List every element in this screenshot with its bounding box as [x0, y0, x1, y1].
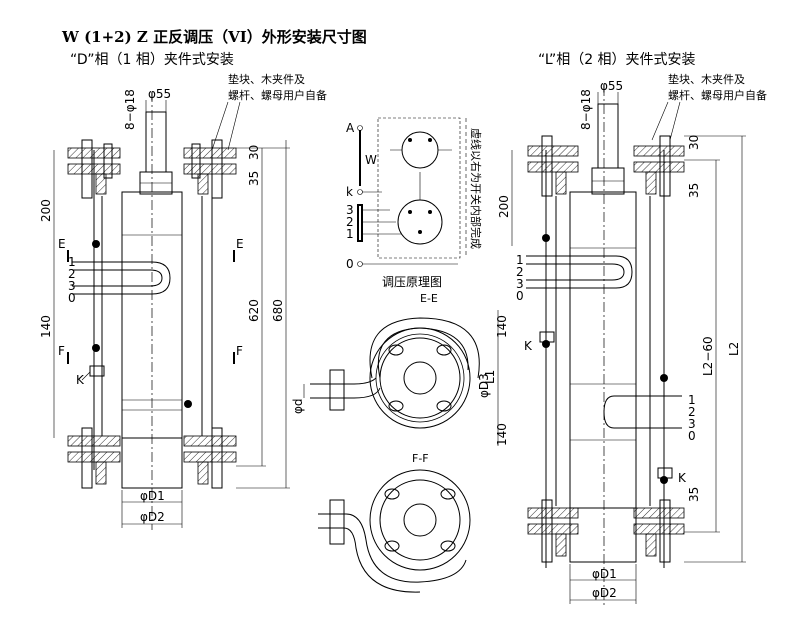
left-dim-200: 200 [39, 199, 53, 222]
right-terminal-3: 3 [516, 277, 524, 291]
left-section-e-right: E [236, 237, 244, 251]
left-note-line2: 螺杆、螺母用户自备 [228, 88, 327, 102]
schematic-label-0: 0 [346, 257, 354, 271]
left-view-caption: “D”相（1 相）夹件式安装 [70, 52, 234, 68]
right-terminal-1b: 1 [688, 393, 696, 407]
left-shaft-dia: φ55 [148, 87, 171, 101]
left-section-e-left: E [58, 237, 66, 251]
schematic-label-k: k [346, 185, 353, 199]
right-bolt-spec: 8−φ18 [579, 89, 593, 130]
right-dim-l2: L2 [727, 342, 741, 356]
left-elevation-view: “D”相（1 相）夹件式安装 垫块、木夹件及 螺杆、螺母用户自备 8−φ18 φ… [39, 52, 327, 530]
section-ee-dim-140b: 140 [495, 423, 509, 446]
right-dim-30: 30 [687, 135, 701, 150]
right-elevation-view: “L”相（2 相）夹件式安装 垫块、木夹件及 螺杆、螺母用户自备 8−φ18 φ… [497, 52, 767, 606]
right-dim-d2: φD2 [592, 586, 617, 600]
section-ee-dim-d: φd [291, 398, 305, 414]
left-dim-140: 140 [39, 315, 53, 338]
right-terminal-k-left: K [524, 339, 533, 353]
regulation-schematic: A W k 3 2 1 0 虚线以右为开关内部完成 调压原理图 [346, 117, 483, 289]
left-terminal-1: 1 [68, 255, 76, 269]
section-ee-dim-l1: L1 [483, 370, 497, 384]
right-dim-35b: 35 [687, 487, 701, 502]
right-terminal-2b: 2 [688, 405, 696, 419]
schematic-label-a: A [346, 121, 355, 135]
left-bolt-spec: 8−φ18 [123, 89, 137, 130]
left-dim-680: 680 [271, 299, 285, 322]
right-terminal-2: 2 [516, 265, 524, 279]
left-terminal-3: 3 [68, 279, 76, 293]
right-view-caption: “L”相（2 相）夹件式安装 [538, 52, 696, 68]
right-terminal-0: 0 [516, 289, 524, 303]
right-terminal-3b: 3 [688, 417, 696, 431]
left-section-f-left: F [58, 344, 65, 358]
section-ee-view: E-E φd L1 φD3 140 140 [291, 292, 509, 446]
left-dim-30: 30 [247, 145, 261, 160]
right-dim-l2-60: L2−60 [701, 336, 715, 376]
right-note-line1: 垫块、木夹件及 [668, 72, 745, 86]
right-note-line2: 螺杆、螺母用户自备 [668, 88, 767, 102]
drawing-title: W (1+2) Z 正反调压（VI）外形安装尺寸图 [61, 28, 367, 46]
section-ee-dim-140a: 140 [495, 315, 509, 338]
section-ff-label: F-F [412, 452, 429, 465]
section-ee-dim-d3: φD3 [477, 373, 491, 398]
left-terminal-k: K [76, 373, 85, 387]
right-dim-35a: 35 [687, 183, 701, 198]
schematic-label-1: 1 [346, 227, 354, 241]
schematic-label-3: 3 [346, 203, 354, 217]
left-dim-d2: φD2 [140, 510, 165, 524]
right-shaft-dia: φ55 [600, 79, 623, 93]
schematic-side-note: 虚线以右为开关内部完成 [469, 128, 483, 249]
schematic-caption: 调压原理图 [382, 275, 442, 289]
section-ff-view: F-F [318, 452, 471, 593]
section-ee-label: E-E [420, 292, 438, 305]
right-dim-200: 200 [497, 195, 511, 218]
left-dim-620: 620 [247, 299, 261, 322]
left-note-line1: 垫块、木夹件及 [228, 72, 305, 86]
right-dim-d1: φD1 [592, 567, 617, 581]
left-terminal-0: 0 [68, 291, 76, 305]
left-section-f-right: F [236, 344, 243, 358]
left-dim-35: 35 [247, 171, 261, 186]
right-terminal-0b: 0 [688, 429, 696, 443]
left-dim-d1: φD1 [140, 489, 165, 503]
schematic-label-2: 2 [346, 215, 354, 229]
left-terminal-2: 2 [68, 267, 76, 281]
right-terminal-1: 1 [516, 253, 524, 267]
schematic-label-w: W [365, 153, 377, 167]
right-terminal-k-right: K [678, 471, 687, 485]
